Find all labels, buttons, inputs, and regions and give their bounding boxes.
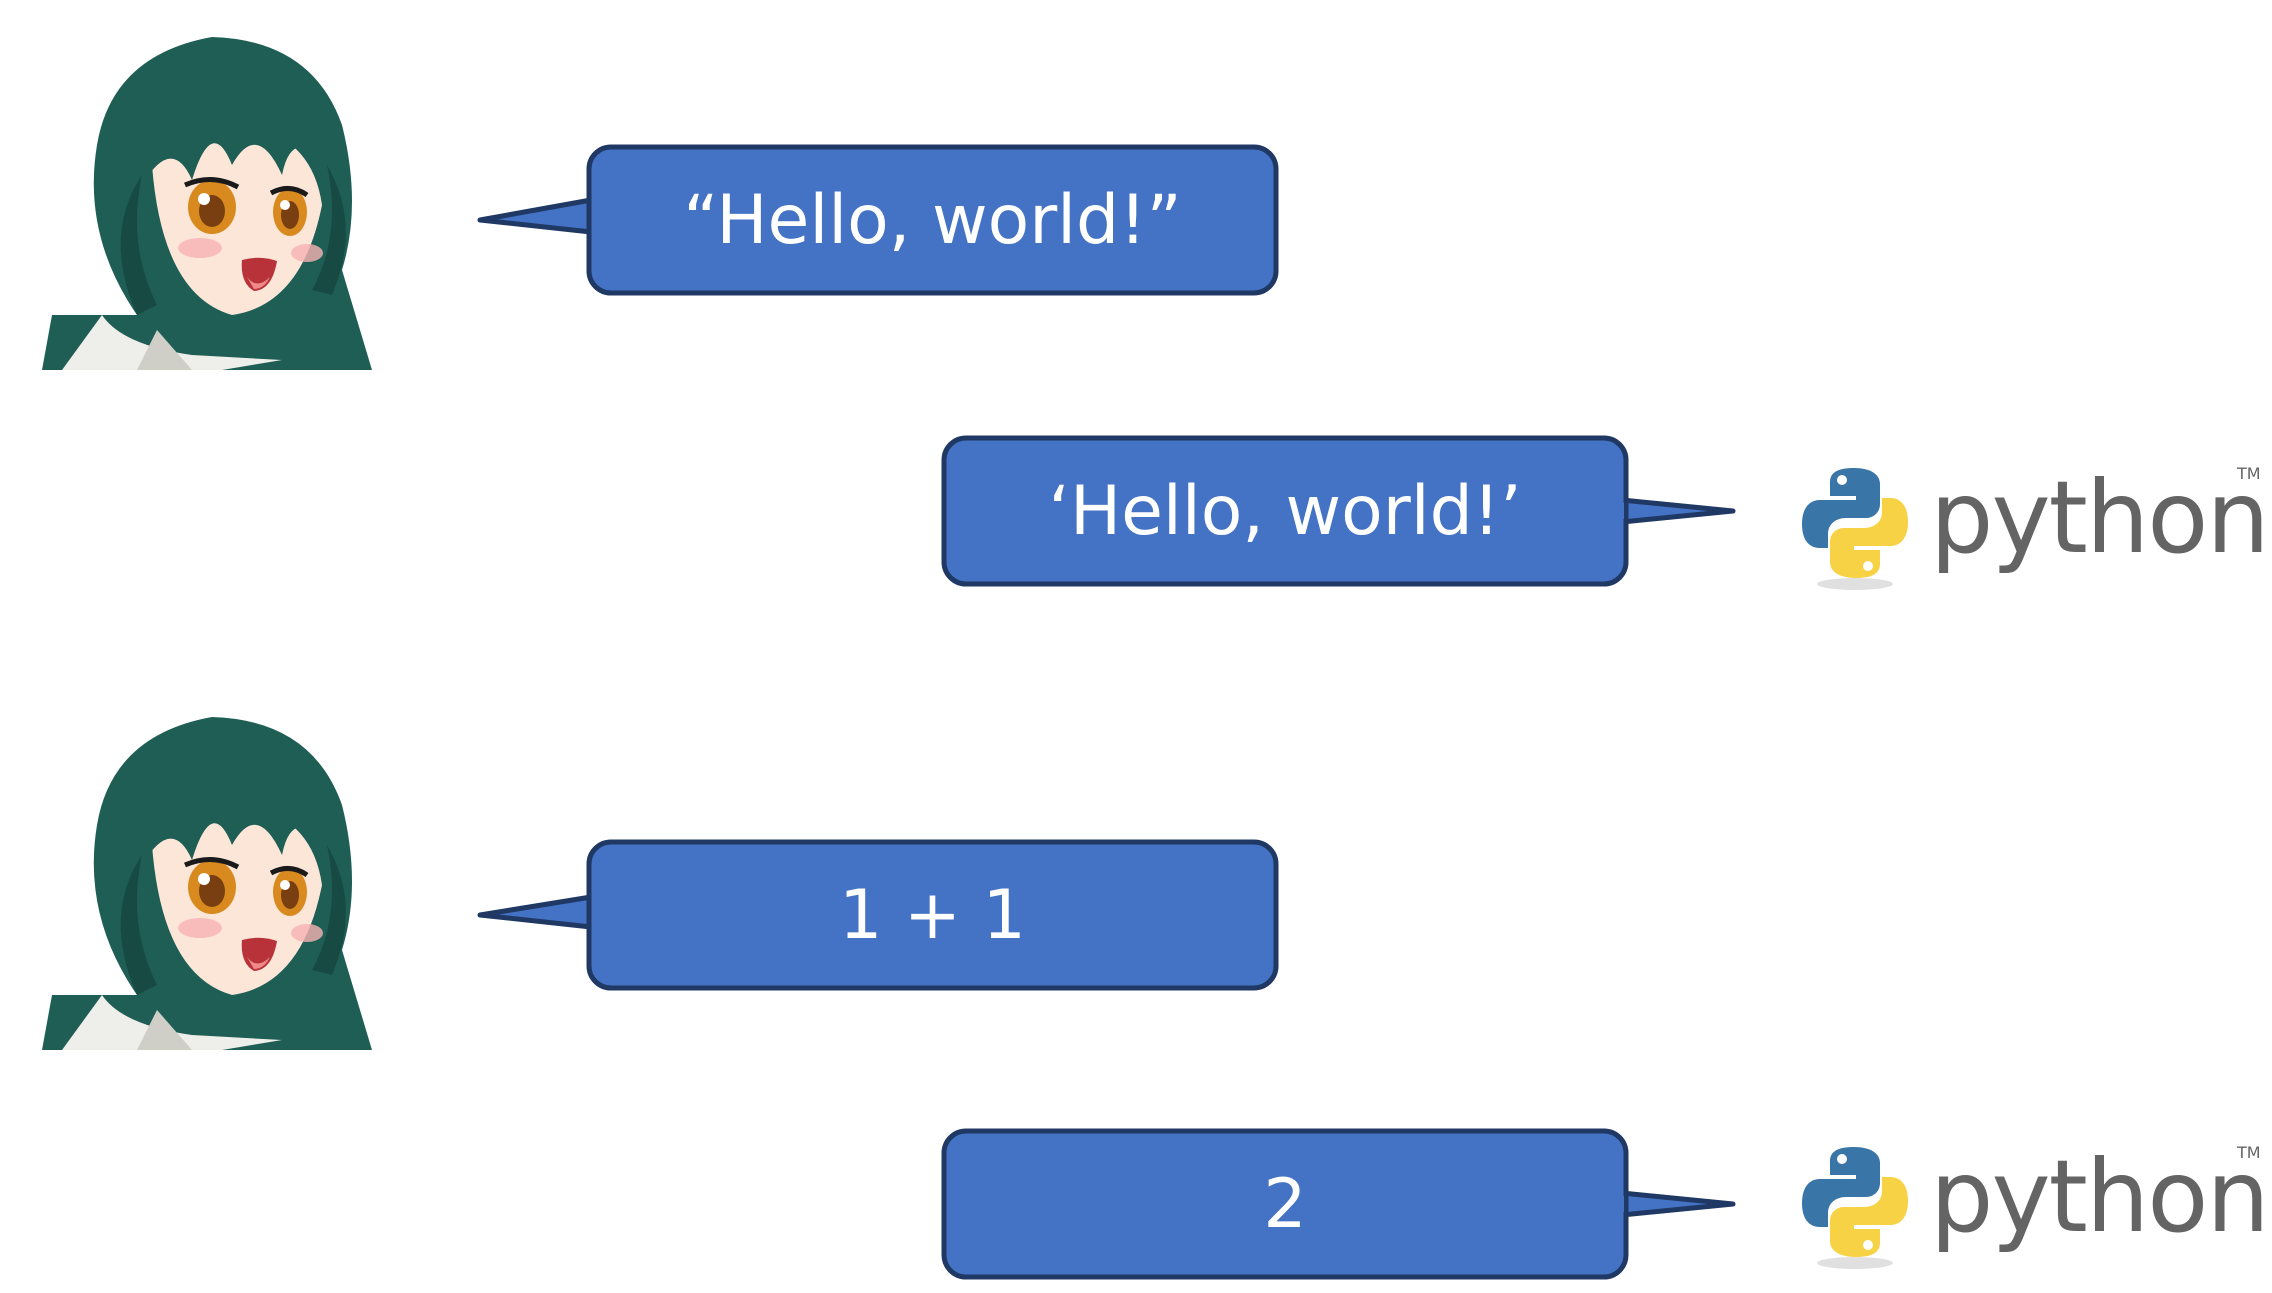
trademark-symbol: TM (2237, 464, 2261, 483)
user-message-1: “Hello, world!” (683, 180, 1182, 260)
user-speech-bubble-1 (477, 144, 1279, 296)
anime-girl-avatar-2 (42, 717, 372, 1050)
anime-girl-avatar-1 (42, 37, 372, 370)
python-response-1: ‘Hello, world!’ (1048, 471, 1522, 551)
user-message-2: 1 + 1 (839, 875, 1026, 955)
python-speech-bubble-1 (941, 435, 1736, 587)
python-speech-bubble-2 (941, 1128, 1736, 1280)
user-speech-bubble-2 (477, 839, 1279, 991)
python-response-2: 2 (1263, 1164, 1307, 1244)
trademark-symbol: TM (2237, 1143, 2261, 1162)
python-snake-icon (1802, 468, 1908, 590)
python-snake-icon (1802, 1147, 1908, 1269)
python-wordmark: python (1930, 459, 2270, 576)
python-logo-2: python TM (1800, 1141, 2270, 1281)
python-logo-1: python TM (1800, 462, 2270, 602)
python-wordmark: python (1930, 1138, 2270, 1255)
